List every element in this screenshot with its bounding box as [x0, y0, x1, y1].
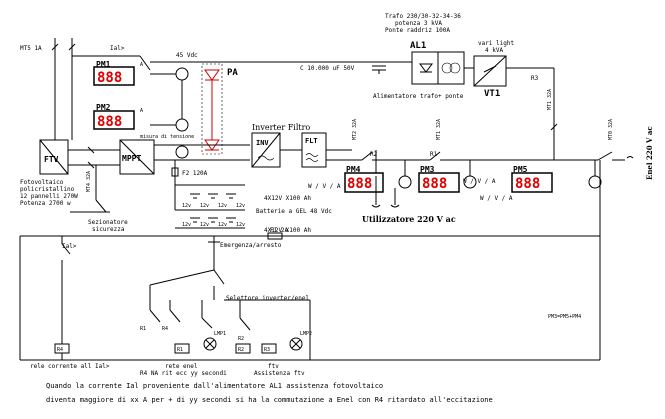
footer-line-2: diventa maggiore di xx A per + di yy sec…: [46, 396, 493, 404]
mt5-label: MT5 1A: [20, 45, 42, 52]
pm3-meter: 888: [418, 172, 460, 193]
pm1-label: PM1: [96, 60, 111, 69]
f1-label: F1 2A: [270, 227, 288, 234]
f2-label: F2 120A: [182, 170, 208, 177]
al1-label: AL1: [410, 41, 426, 51]
battery-v7: 12v: [218, 222, 227, 228]
r1-label: R1: [430, 151, 438, 158]
battery-v4: 12v: [236, 203, 245, 209]
pm4-wva: W / V / A: [308, 183, 341, 190]
r3-top-label: R3: [531, 75, 539, 82]
pa-block: [201, 63, 223, 155]
mt1-32a-mid-label: MT1 32A: [436, 119, 442, 140]
capacitor-label: C 10.000 uF 50V: [300, 65, 355, 72]
battery-v2: 12v: [200, 203, 209, 209]
alimentatore-label: Alimentatore trafo+ ponte: [373, 93, 464, 100]
inv-label: INV: [256, 139, 269, 147]
pm4-meter: 888: [344, 172, 384, 193]
battery-v3: 12v: [218, 203, 227, 209]
sezionatore-line2: sicurezza: [92, 226, 125, 233]
mt5-breaker: [51, 38, 76, 140]
r2-label: R2: [370, 151, 378, 158]
r4-left-label: R4: [162, 326, 168, 332]
ftv-label: FTV: [44, 155, 59, 164]
trafo-line2: potenza 3 kVA: [395, 20, 442, 27]
trafo-line1: Trafo 230/30-32-34-36: [385, 13, 461, 20]
ftv-bottom-label: ftv: [268, 363, 279, 370]
vt1-box: [473, 55, 507, 87]
selettore-label: Selettore inverter/enel: [226, 295, 309, 302]
mt4-32a-label: MT4 32A: [86, 171, 92, 192]
battery-v8: 12v: [236, 222, 245, 228]
vari-light-line1: vari light: [478, 40, 515, 47]
vari-light-line2: 4 kVA: [485, 47, 503, 54]
rele-corrente-label: rele corrente all Ial>: [30, 363, 110, 370]
batterie-label: Batterie a GEL 48 Vdc: [256, 208, 332, 215]
battery-spec-1: 4X12V X100 Ah: [264, 195, 311, 202]
pm3-formula-label: PM3=PM5+PM4: [548, 314, 581, 320]
inverter-filtro-label: Inverter Filtro: [252, 123, 310, 132]
r1-left-label: R1: [140, 326, 146, 332]
battery-v1: 12v: [182, 203, 191, 209]
vt1-label: VT1: [484, 89, 500, 99]
battery-v5: 12v: [182, 222, 191, 228]
trafo-line3: Ponte raddriz 100A: [385, 27, 450, 34]
flt-label: FLT: [305, 137, 318, 145]
capacitor: [372, 65, 386, 74]
sezionatore-line1: Sezionatore: [88, 219, 128, 226]
mt2-32a-label: MT2 32A: [352, 119, 358, 140]
pm4-label: PM4: [346, 165, 361, 174]
r4-coil-label: R4: [57, 347, 63, 353]
lmp2-label: LMP2: [300, 331, 312, 337]
battery-v6: 12v: [200, 222, 209, 228]
pm1-meter: 888: [93, 66, 135, 86]
battery-spec-2: 4X12V X100 Ah: [264, 227, 311, 234]
pm2-unit: A: [140, 108, 143, 114]
fotovoltaico-line3: 12 pannelli 270W: [20, 193, 78, 200]
pm5-label: PM5: [513, 165, 528, 174]
al1-box: [411, 51, 465, 85]
pm4-display: 888: [347, 176, 372, 192]
vdc45-label: 45 Vdc: [176, 52, 198, 59]
pm5-display: 888: [515, 176, 540, 192]
utilizzatore-label: Utilizzatore 220 V ac: [362, 214, 456, 224]
mppt-box: [119, 139, 155, 175]
pm1-unit: A: [140, 62, 143, 68]
rit-label: R4 NA rit ecc yy secondi: [140, 370, 227, 377]
pm2-meter: 888: [93, 110, 135, 130]
pm2-display: 888: [97, 114, 122, 130]
ftv-box: [39, 139, 69, 175]
r2-bottom-label: R2: [238, 347, 244, 353]
fotovoltaico-line4: Potenza 2700 w: [20, 200, 71, 207]
assistenza-label: Assistenza ftv: [254, 370, 305, 377]
r2-coil-label: R2: [238, 336, 244, 342]
pm3-display: 888: [422, 176, 447, 192]
enel-vertical-label: Enel 220 V ac: [645, 126, 654, 180]
mt0-32a-label: MT0 32A: [608, 119, 614, 140]
pm5-wva: W / V / A: [480, 195, 513, 202]
r3-bottom-label: R3: [264, 347, 270, 353]
fotovoltaico-line2: policristallino: [20, 186, 75, 193]
pa-label: PA: [227, 68, 238, 78]
pm3-wva: W / V / A: [463, 178, 496, 185]
pm3-label: PM3: [420, 165, 435, 174]
footer-line-1: Quando la corrente Ial proveniente dall'…: [46, 382, 383, 390]
mppt-label: MPPT: [122, 154, 141, 163]
r1-coil-label: R1: [177, 347, 183, 353]
fotovoltaico-line1: Fotovoltaico: [20, 179, 64, 186]
pm2-label: PM2: [96, 103, 111, 112]
emergenza-label: Emergenza/arresto: [220, 242, 282, 249]
ial-bottom-label: Ial>: [62, 243, 77, 250]
misura-label: misura di tensione: [140, 134, 194, 140]
battery-bank: [175, 184, 245, 229]
pm5-meter: 888: [511, 172, 553, 193]
lmp1-label: LMP1: [214, 331, 226, 337]
ial-top-label: Ial>: [110, 45, 125, 52]
rete-enel-label: rete enel: [165, 363, 198, 370]
pm1-display: 888: [97, 70, 122, 86]
mt1-32a-right-label: MT1 32A: [547, 89, 553, 110]
